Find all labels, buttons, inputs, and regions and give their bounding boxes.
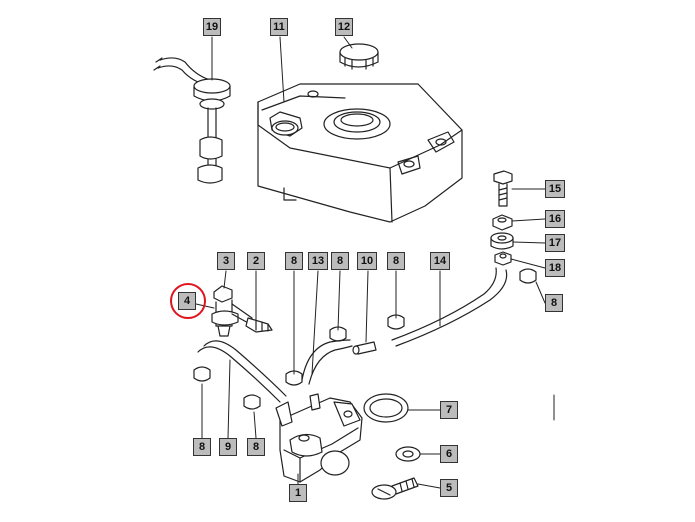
callout-7[interactable]: 7 [440,401,458,419]
callout-8-top-1[interactable]: 8 [285,252,303,270]
callout-15[interactable]: 15 [545,180,565,198]
callout-17[interactable]: 17 [545,234,565,252]
hose-clamp-part [193,268,537,410]
callout-14[interactable]: 14 [430,252,450,270]
screw-part [371,477,419,500]
fuel-pump-body-part [275,393,363,483]
hose-connector-part [352,341,377,355]
washer-part [395,446,421,462]
callout-9[interactable]: 9 [219,438,237,456]
callout-13[interactable]: 13 [308,252,328,270]
callout-11[interactable]: 11 [270,18,288,36]
tank-cap-part [339,43,379,70]
callout-8-right[interactable]: 8 [545,294,563,312]
fuel-sender-part [153,57,231,184]
gasket-part [363,393,409,423]
callout-19[interactable]: 19 [203,18,221,36]
rubber-bushing-part [490,232,514,250]
callout-6[interactable]: 6 [440,445,458,463]
fuel-tap-part [211,285,273,337]
highlight-ring-part-4 [170,283,206,319]
nut-part [492,214,513,231]
callout-16[interactable]: 16 [545,210,565,228]
callout-8-bottom-1[interactable]: 8 [193,438,211,456]
fuel-hose-return-part [197,340,287,403]
callout-12[interactable]: 12 [335,18,353,36]
callout-5[interactable]: 5 [440,479,458,497]
fuel-tank-part [257,83,463,223]
callout-2[interactable]: 2 [247,252,265,270]
fuel-hose-long-part [391,267,508,347]
fuel-hose-short-part [301,339,353,385]
callout-8-top-3[interactable]: 8 [387,252,405,270]
callout-8-bottom-2[interactable]: 8 [247,438,265,456]
callout-3[interactable]: 3 [217,252,235,270]
callout-18[interactable]: 18 [545,259,565,277]
callout-10[interactable]: 10 [357,252,377,270]
bolt-part [493,170,513,207]
callout-1[interactable]: 1 [289,484,307,502]
callout-8-top-2[interactable]: 8 [331,252,349,270]
lock-nut-part [494,251,512,266]
leader-lines [195,36,555,489]
